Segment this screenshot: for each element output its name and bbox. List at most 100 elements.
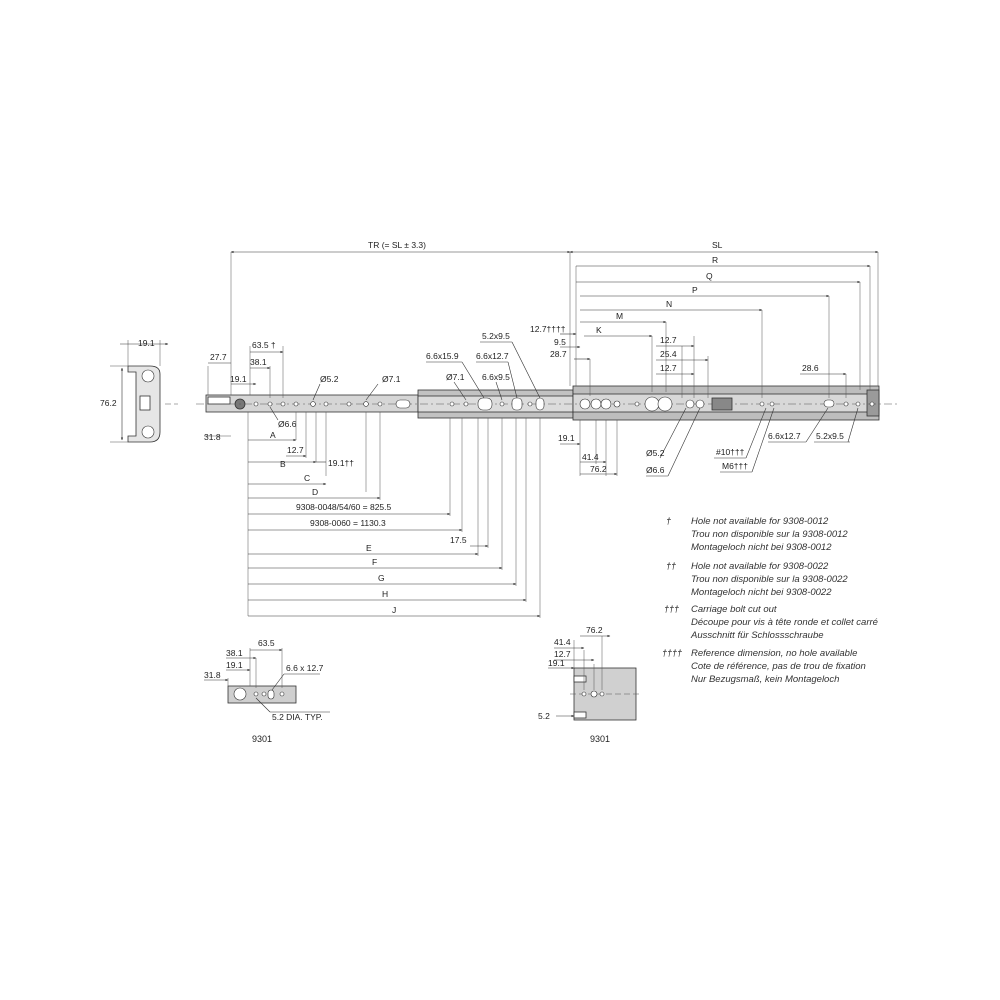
dim-25-4: 25.4 — [660, 349, 677, 359]
q-label: Q — [706, 271, 713, 281]
note-2-line-3: Montageloch nicht bei 9308-0022 — [691, 587, 832, 598]
dim-12-7: 12.7 — [287, 445, 304, 455]
slot-5-2x9-5-cab: 5.2x9.5 — [816, 431, 844, 441]
top-dimensions: TR (= SL ± 3.3) SL R Q P N M K — [230, 240, 879, 398]
dim-h: H — [382, 589, 388, 599]
note-4-symbol: †††† — [662, 648, 682, 658]
detail-right-76-2: 76.2 — [586, 625, 603, 635]
dim-12-7-dddd: 12.7†††† — [530, 324, 566, 334]
dim-17-5: 17.5 — [450, 535, 467, 545]
note-1-line-1: Hole not available for 9308-0012 — [691, 516, 829, 527]
dim-27-7: 27.7 — [210, 352, 227, 362]
note-1: † Hole not available for 9308-0012 Trou … — [666, 516, 848, 553]
dim-19-1-dd: 19.1†† — [328, 458, 354, 468]
detail-right: 76.2 41.4 12.7 19.1 5.2 9301 — [538, 625, 640, 744]
note-2: †† Hole not available for 9308-0022 Trou… — [666, 561, 848, 598]
detail-left-caption: 9301 — [252, 734, 272, 744]
side-inner — [139, 395, 151, 411]
note-1-line-3: Montageloch nicht bei 9308-0012 — [691, 542, 832, 553]
side-ball-1 — [141, 369, 155, 383]
note-3: ††† Carriage bolt cut out Découpe pour v… — [664, 604, 878, 641]
note-4-line-2: Cote de référence, pas de trou de fixati… — [691, 661, 866, 672]
slot-6-6x9-5: 6.6x9.5 — [482, 372, 510, 382]
slide-body — [196, 385, 900, 421]
detail-right-41-4: 41.4 — [554, 637, 571, 647]
detail-left-slot: 6.6 x 12.7 — [286, 663, 324, 673]
sl-label: SL — [712, 240, 723, 250]
dia-6-6: Ø6.6 — [278, 419, 297, 429]
note-3-line-1: Carriage bolt cut out — [691, 604, 777, 615]
dim-c: C — [304, 473, 310, 483]
p-label: P — [692, 285, 698, 295]
note-3-line-2: Découpe pour vis à tête ronde et collet … — [691, 617, 878, 628]
note-2-symbol: †† — [666, 561, 676, 571]
detail-right-5-2: 5.2 — [538, 711, 550, 721]
dim-19-1-cab: 19.1 — [558, 433, 575, 443]
cabinet-dimensions: 12.7†††† 9.5 28.7 12.7 25.4 12.7 28.6 19… — [530, 324, 859, 477]
dim-g: G — [378, 573, 385, 583]
detail-left-31-8: 31.8 — [204, 670, 221, 680]
note-3-line-3: Ausschnitt für Schlossschraube — [690, 630, 824, 641]
dim-b: B — [280, 459, 286, 469]
note-1-line-2: Trou non disponible sur la 9308-0012 — [691, 529, 848, 540]
detail-right-12-7: 12.7 — [554, 649, 571, 659]
no10-label: #10††† — [716, 447, 745, 457]
slot-6-6x12-7-cab: 6.6x12.7 — [768, 431, 801, 441]
dim-9-5: 9.5 — [554, 337, 566, 347]
dim-76-2: 76.2 — [590, 464, 607, 474]
dim-63-5: 63.5 † — [252, 340, 276, 350]
intermediate-callouts: 5.2x9.5 6.6x15.9 6.6x12.7 Ø7.1 6.6x9.5 — [426, 331, 541, 401]
dim-28-7: 28.7 — [550, 349, 567, 359]
dim-a: A — [270, 430, 276, 440]
note-2-line-1: Hole not available for 9308-0022 — [691, 561, 829, 572]
dia-7-1: Ø7.1 — [382, 374, 401, 384]
note-4-line-3: Nur Bezugsmaß, kein Montageloch — [691, 674, 839, 685]
dim-38-1: 38.1 — [250, 357, 267, 367]
drawer-holes — [253, 399, 411, 409]
cabinet-holes — [579, 396, 875, 412]
n-label: N — [666, 299, 672, 309]
disconnect-lever — [207, 396, 231, 405]
formula-1: 9308-0048/54/60 = 825.5 — [296, 502, 392, 512]
note-3-symbol: ††† — [664, 604, 679, 614]
side-view: 19.1 76.2 — [100, 338, 178, 443]
side-height-label: 76.2 — [100, 398, 117, 408]
dim-d: D — [312, 487, 318, 497]
note-4: †††† Reference dimension, no hole availa… — [662, 648, 866, 685]
notes: † Hole not available for 9308-0012 Trou … — [662, 516, 878, 685]
dim-41-4: 41.4 — [582, 452, 599, 462]
dia-5-2-cab: Ø5.2 — [646, 448, 665, 458]
dia-7-1-b: Ø7.1 — [446, 372, 465, 382]
dim-j: J — [392, 605, 396, 615]
side-ball-2 — [141, 425, 155, 439]
detail-left-dia: 5.2 DIA. TYP. — [272, 712, 323, 722]
side-width-label: 19.1 — [138, 338, 155, 348]
dia-6-6-cab: Ø6.6 — [646, 465, 665, 475]
dia-5-2: Ø5.2 — [320, 374, 339, 384]
formula-2: 9308-0060 = 1130.3 — [310, 518, 386, 528]
dim-e: E — [366, 543, 372, 553]
dim-12-7-a: 12.7 — [660, 335, 677, 345]
dim-31-8: 31.8 — [204, 432, 221, 442]
detail-left-19-1: 19.1 — [226, 660, 243, 670]
detail-left: 63.5 38.1 19.1 31.8 6.6 x 12.7 5.2 DIA. … — [204, 638, 330, 744]
note-2-line-2: Trou non disponible sur la 9308-0022 — [691, 574, 848, 585]
slot-6-6x15-9: 6.6x15.9 — [426, 351, 459, 361]
detail-left-63-5: 63.5 — [258, 638, 275, 648]
dim-28-6: 28.6 — [802, 363, 819, 373]
detail-right-caption: 9301 — [590, 734, 610, 744]
drawer-dimensions: 27.7 63.5 † 38.1 19.1 31.8 Ø5.2 Ø7.1 Ø6.… — [204, 340, 541, 618]
dim-19-1: 19.1 — [230, 374, 247, 384]
dim-12-7-b: 12.7 — [660, 363, 677, 373]
note-1-symbol: † — [666, 516, 671, 526]
dim-f: F — [372, 557, 377, 567]
r-label: R — [712, 255, 718, 265]
m-label: M — [616, 311, 623, 321]
detail-left-38-1: 38.1 — [226, 648, 243, 658]
detail-right-19-1: 19.1 — [548, 658, 565, 668]
k-label: K — [596, 325, 602, 335]
slot-6-6x12-7: 6.6x12.7 — [476, 351, 509, 361]
slot-5-2x9-5: 5.2x9.5 — [482, 331, 510, 341]
note-4-line-1: Reference dimension, no hole available — [691, 648, 857, 659]
